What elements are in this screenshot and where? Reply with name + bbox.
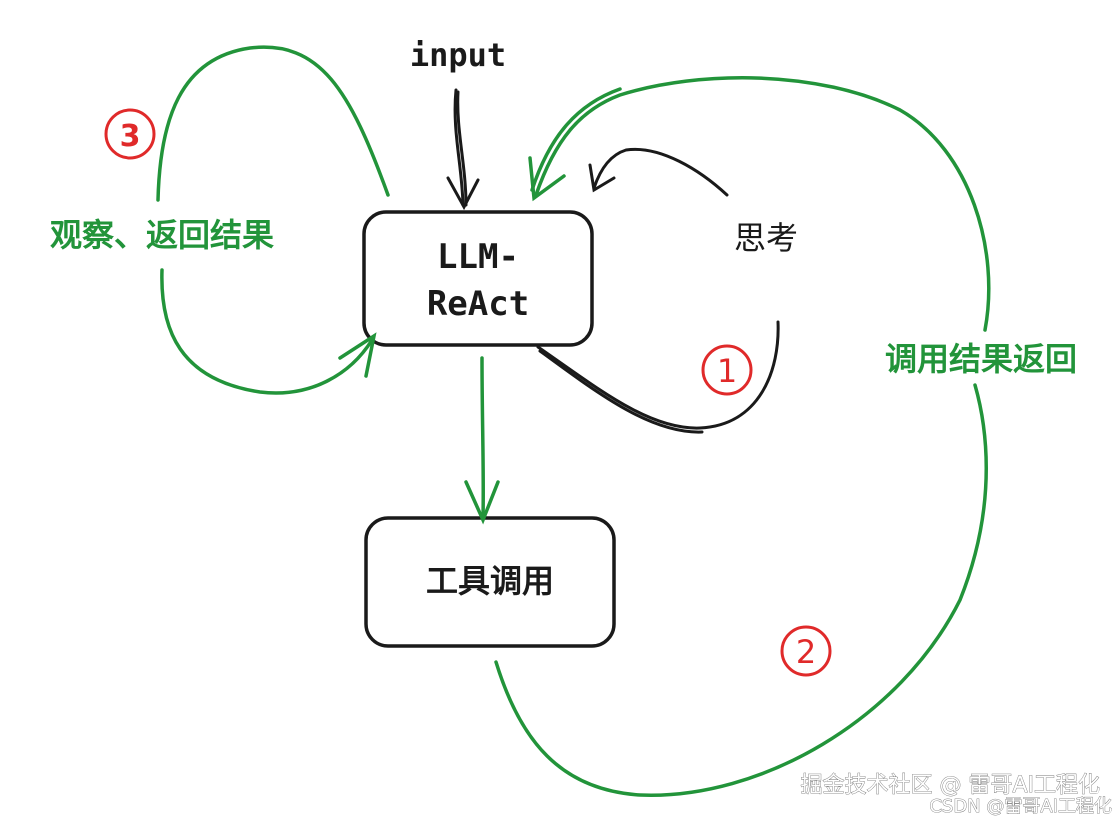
observe-loop-arrow (156, 45, 390, 395)
input-arrow (446, 88, 480, 211)
step-3-marker: 3 (104, 108, 156, 160)
step-2-number: 2 (796, 633, 816, 671)
think-label: 思考 (734, 219, 798, 257)
watermark-juejin: 掘金技术社区 @ 雷哥AI工程化 (800, 773, 1100, 798)
tool-call-arrow (464, 356, 500, 525)
input-label: input (410, 36, 506, 74)
tool-call-label: 工具调用 (426, 562, 554, 600)
step-1-marker: 1 (701, 344, 753, 396)
llm-react-node: LLM- ReAct (362, 210, 594, 347)
result-return-arrow (494, 76, 991, 797)
tool-call-node: 工具调用 (364, 516, 616, 648)
llm-react-label-line2: ReAct (427, 284, 529, 324)
think-loop-arrow (536, 147, 780, 434)
watermark-csdn: CSDN @雷哥AI工程化 (929, 796, 1112, 817)
observe-return-label: 观察、返回结果 (50, 216, 274, 254)
step-3-number: 3 (120, 119, 141, 154)
call-result-return-label: 调用结果返回 (885, 340, 1077, 378)
step-1-number: 1 (717, 352, 737, 390)
llm-react-label-line1: LLM- (437, 237, 519, 277)
step-2-marker: 2 (780, 625, 832, 677)
